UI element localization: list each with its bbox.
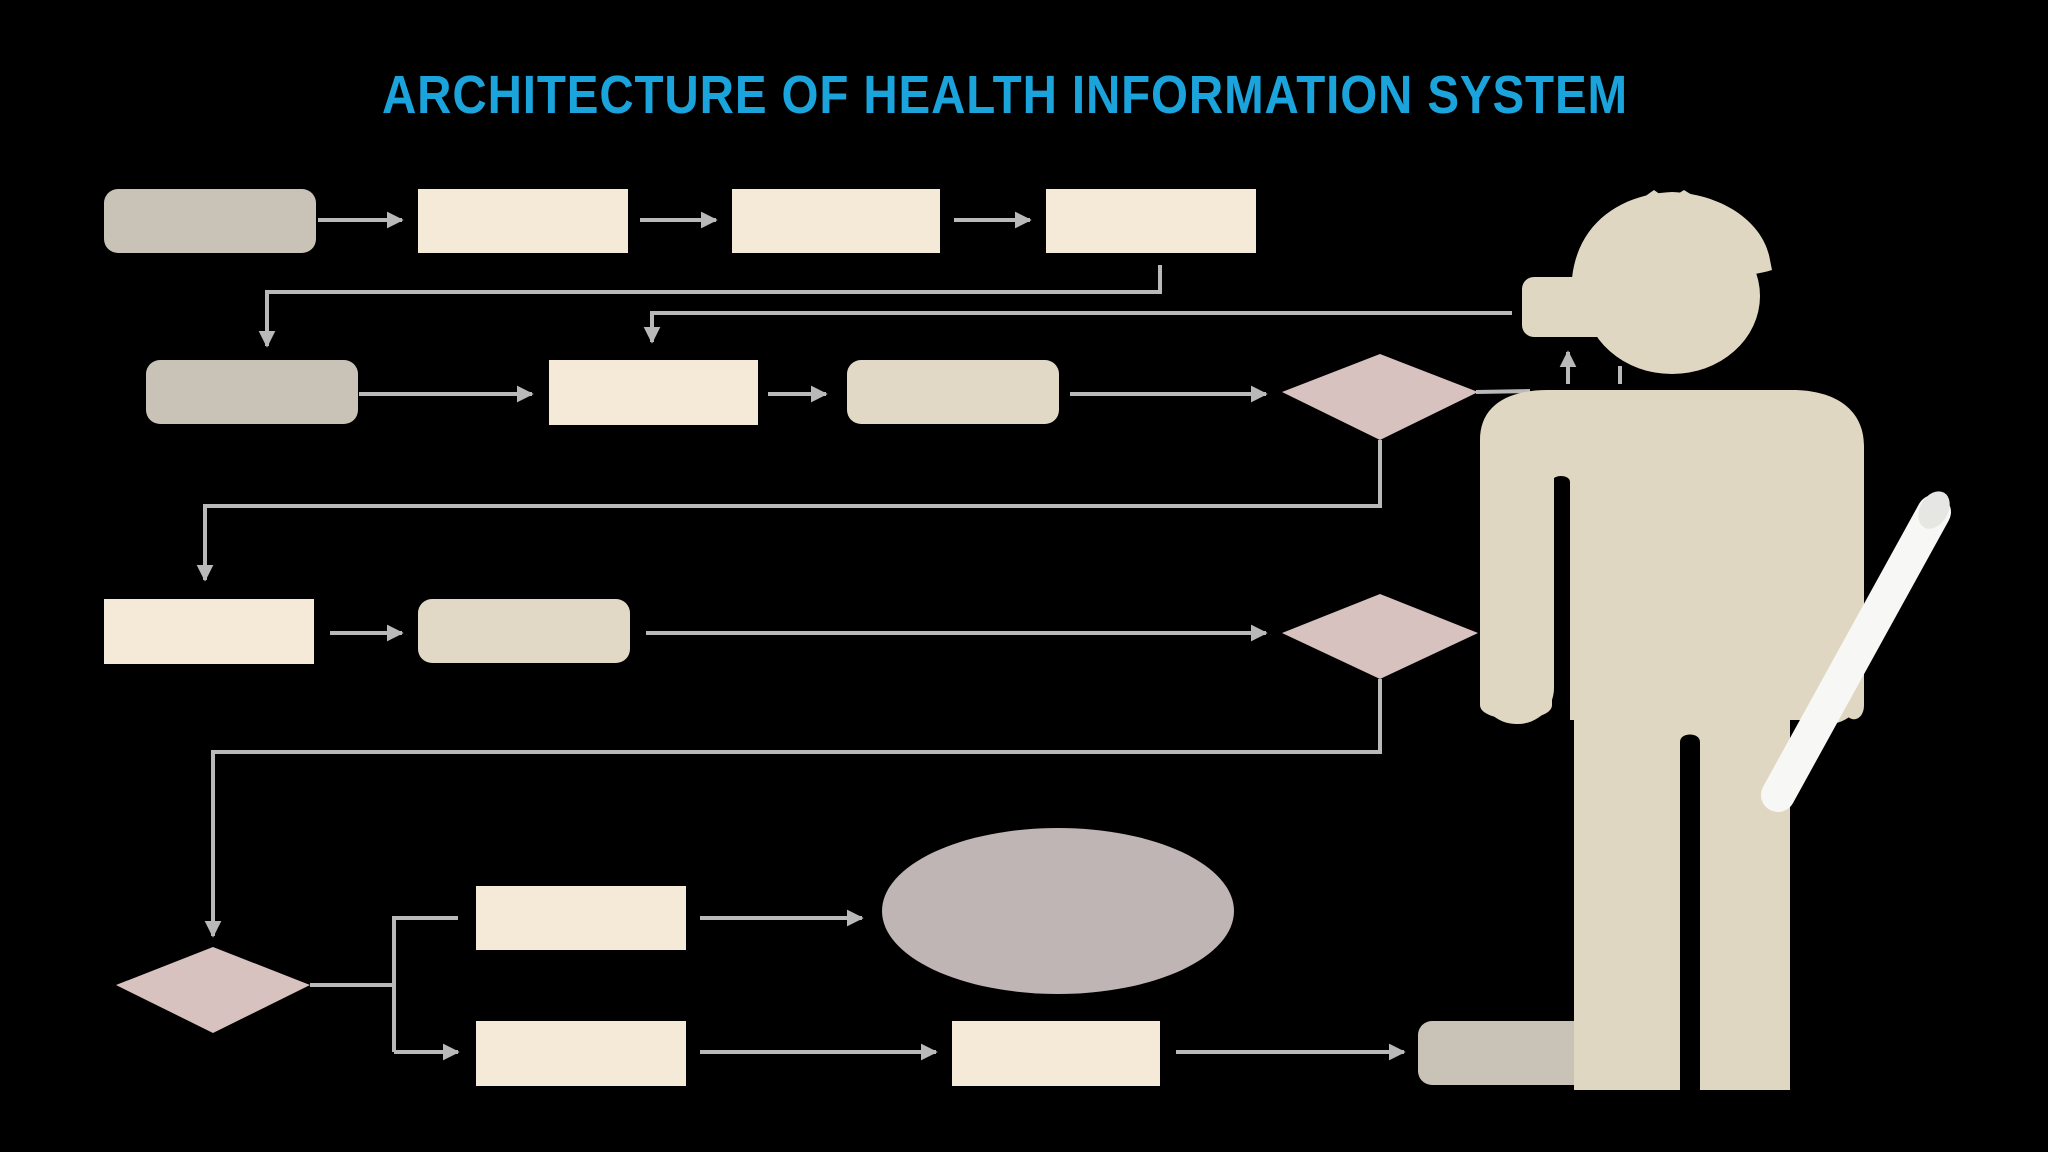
process-box [476,886,686,950]
decision-diamond [1282,594,1478,679]
connector [204,679,1382,938]
terminal-box [146,360,358,424]
decision-diamond [1282,354,1478,440]
connectors [196,211,1622,1061]
terminal-box [1418,1021,1598,1085]
connector [1475,389,1531,394]
process-box [476,1021,686,1086]
slide-title: ARCHITECTURE OF HEALTH INFORMATION SYSTE… [381,65,1629,125]
terminal-box [847,360,1059,424]
process-box [1046,189,1256,253]
process-box [952,1021,1160,1086]
decision-diamond [116,947,310,1033]
terminal-ellipse [882,828,1234,994]
engineer-with-hardhat-and-blueprint-icon [1480,190,1951,1090]
connector [643,311,1512,344]
connector [258,265,1162,348]
terminal-box [418,599,630,663]
connector [392,916,458,1052]
process-box [418,189,628,253]
process-box [549,360,758,425]
terminal-box [104,189,316,253]
connector [196,440,1382,582]
process-box [732,189,940,253]
process-box [104,599,314,664]
